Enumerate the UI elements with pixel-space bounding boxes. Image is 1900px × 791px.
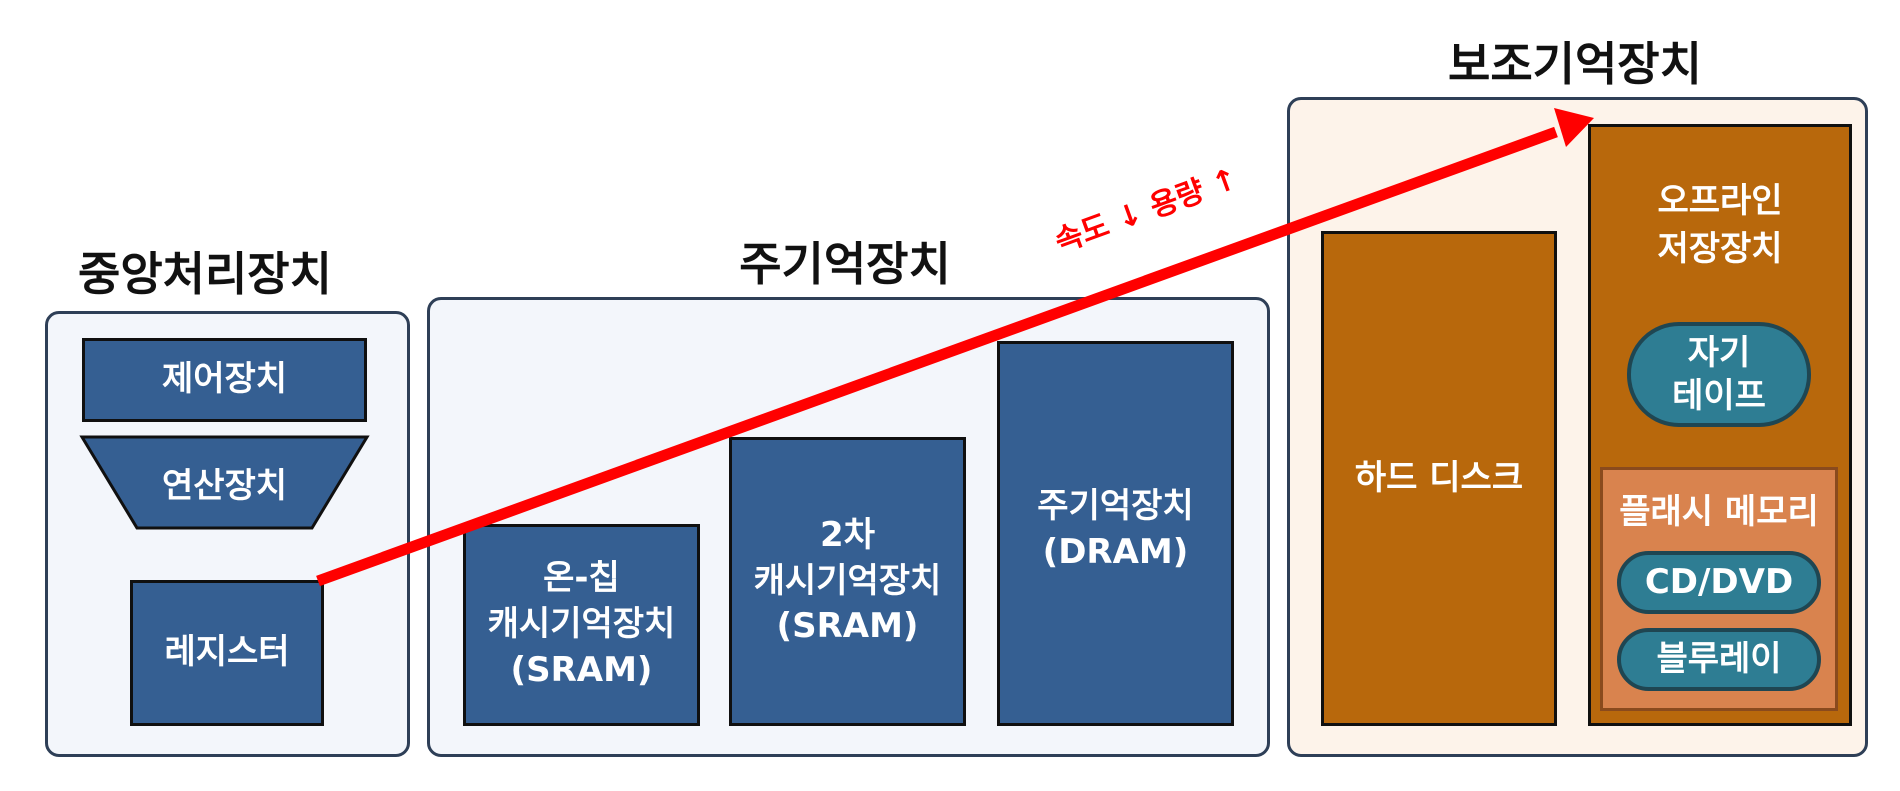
flash-memory-label: 플래시 메모리 [1619,492,1819,532]
control-unit-box: 제어장치 [82,338,367,422]
l2-cache-box: 2차 캐시기억장치 (SRAM) [729,437,966,726]
onchip-cache-box: 온-칩 캐시기억장치 (SRAM) [463,524,700,726]
magnetic-tape-pill: 자기 테이프 [1627,322,1811,427]
register-box: 레지스터 [130,580,324,726]
bluray-pill: 블루레이 [1617,628,1821,691]
main-memory-title: 주기억장치 [739,237,951,291]
cd-dvd-pill: CD/DVD [1617,551,1821,614]
dram-box: 주기억장치 (DRAM) [997,341,1234,726]
cpu-title: 중앙처리장치 [78,247,332,301]
alu-label: 연산장치 [161,466,288,506]
offline-storage-label: 오프라인 저장장치 [1657,181,1783,269]
secondary-storage-title: 보조기억장치 [1448,37,1702,91]
hard-disk-box: 하드 디스크 [1321,231,1557,726]
